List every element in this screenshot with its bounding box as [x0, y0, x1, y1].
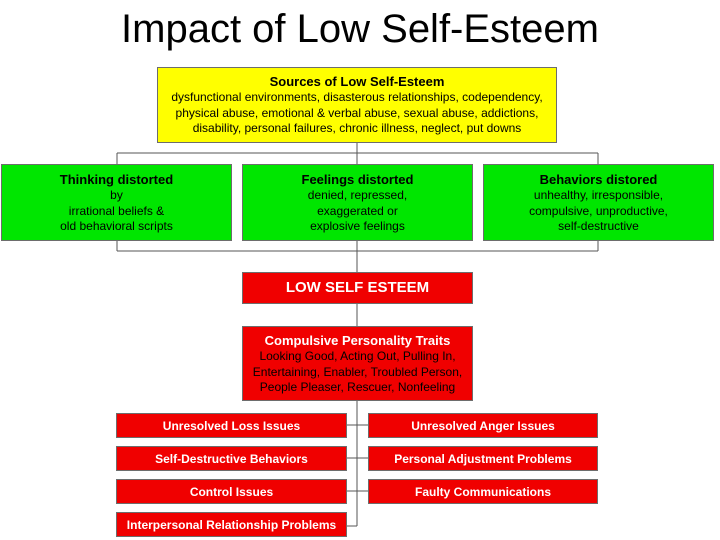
thinking-heading: Thinking distorted [59, 172, 174, 187]
feelings-heading: Feelings distorted [301, 172, 414, 187]
behaviors-line: compulsive, unproductive, [529, 203, 668, 218]
issue-box-right: Unresolved Anger Issues [368, 413, 598, 438]
feelings-line: explosive feelings [310, 219, 405, 233]
thinking-line: irrational beliefs & [68, 203, 165, 218]
sources-line: physical abuse, emotional & verbal abuse… [175, 105, 539, 120]
thinking-line: old behavioral scripts [60, 219, 173, 233]
traits-line: Looking Good, Acting Out, Pulling In, [259, 349, 456, 363]
thinking-distorted-box: Thinking distorted by irrational beliefs… [1, 164, 232, 241]
sources-heading: Sources of Low Self-Esteem [269, 74, 445, 89]
compulsive-traits-box: Compulsive Personality Traits Looking Go… [242, 326, 473, 401]
feelings-line: exaggerated or [317, 203, 398, 218]
sources-line: dysfunctional environments, disasterous … [171, 90, 543, 104]
behaviors-line: unhealthy, irresponsible, [533, 188, 664, 202]
behaviors-heading: Behaviors distored [539, 172, 658, 187]
page-title: Impact of Low Self-Esteem [121, 7, 599, 51]
feelings-line: denied, repressed, [307, 188, 408, 202]
low-self-esteem-box: LOW SELF ESTEEM [242, 272, 473, 304]
issue-box-left: Control Issues [116, 479, 347, 504]
behaviors-line: self-destructive [558, 219, 639, 233]
issue-box-left: Interpersonal Relationship Problems [116, 512, 347, 537]
issue-box-left: Self-Destructive Behaviors [116, 446, 347, 471]
traits-line: Entertaining, Enabler, Troubled Person, [252, 364, 463, 379]
behaviors-distorted-box: Behaviors distored unhealthy, irresponsi… [483, 164, 714, 241]
thinking-line: by [110, 188, 123, 202]
sources-box: Sources of Low Self-Esteem dysfunctional… [157, 67, 557, 143]
sources-line: disability, personal failures, chronic i… [192, 121, 522, 135]
feelings-distorted-box: Feelings distorted denied, repressed, ex… [242, 164, 473, 241]
issue-box-right: Faulty Communications [368, 479, 598, 504]
issue-box-right: Personal Adjustment Problems [368, 446, 598, 471]
traits-line: People Pleaser, Rescuer, Nonfeeling [259, 380, 456, 394]
traits-heading: Compulsive Personality Traits [264, 333, 451, 348]
issue-box-left: Unresolved Loss Issues [116, 413, 347, 438]
